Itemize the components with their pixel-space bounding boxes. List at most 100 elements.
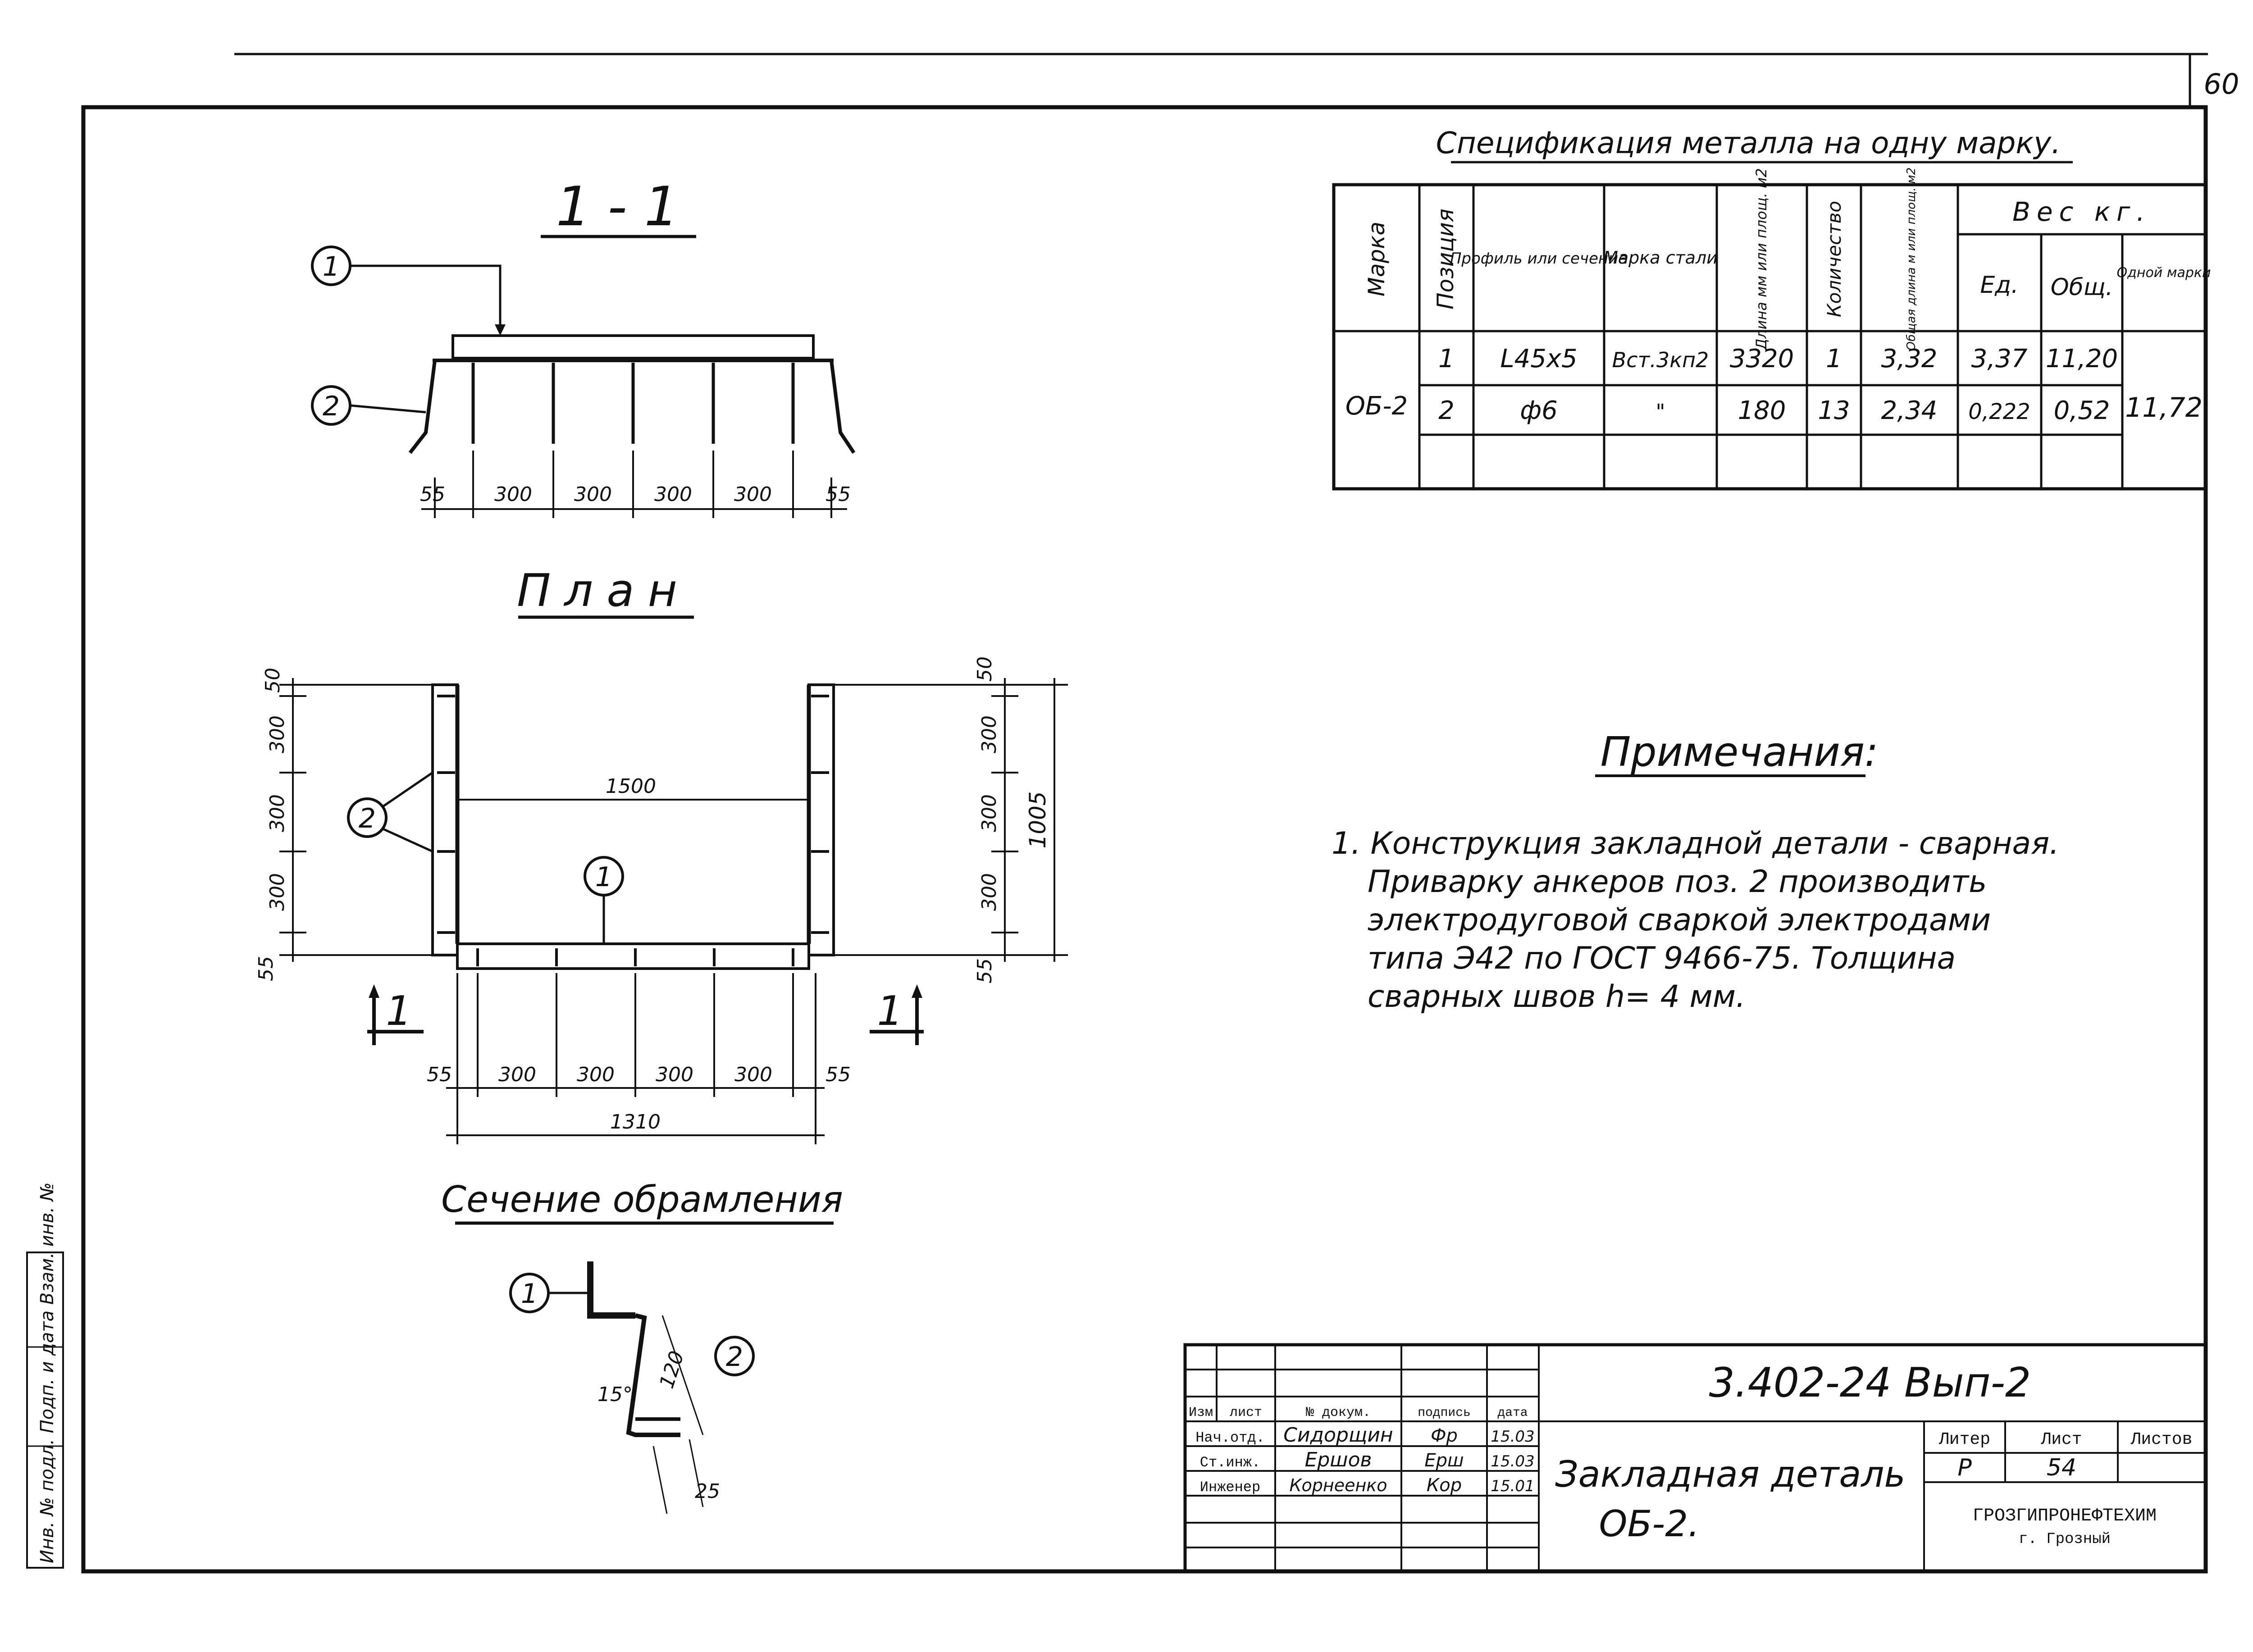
margin-stamp: Инв. № подл. Подп. и дата Взам. инв. № <box>37 1183 58 1563</box>
spec-row-1: 1 L45x5 Вст.3кп2 3320 1 3,32 3,37 11,20 <box>1438 344 2118 373</box>
plan-left-dim-3: 300 <box>266 794 289 832</box>
section-1-1-view: 1 - 1 1 2 <box>311 176 856 518</box>
tb-role-1: Нач.отд. <box>1195 1429 1265 1446</box>
spec-row-2-total-len: 2,34 <box>1881 396 1938 425</box>
plan-dim-total: 1310 <box>610 1110 661 1133</box>
spec-row-1-total: 11,20 <box>2046 344 2118 373</box>
tb-date-3: 15.01 <box>1491 1477 1534 1495</box>
plan-callout-2: 2 <box>359 803 376 834</box>
tb-sign-3: Кор <box>1427 1475 1462 1496</box>
spec-row-2-total: 0,52 <box>2054 396 2110 425</box>
plan-callout-1: 1 <box>595 861 612 893</box>
spec-header-unit: Ед. <box>1980 272 2018 299</box>
tb-name-3: Корнеенко <box>1290 1475 1387 1495</box>
spec-row-2-length: 180 <box>1738 396 1786 425</box>
section-callout-2: 2 <box>323 391 340 422</box>
tb-date-1: 15.03 <box>1491 1428 1534 1446</box>
tb-sign-1: Фр <box>1431 1425 1458 1446</box>
plan-left-dim-5: 55 <box>255 956 278 981</box>
sheet-number: 60 <box>2204 68 2239 100</box>
spec-row-1-pos: 1 <box>1438 344 1455 373</box>
plan-bottom-dim-6: 55 <box>825 1063 851 1086</box>
cut-mark-left: 1 <box>386 988 411 1035</box>
tb-sheet-label: Лист <box>2040 1430 2082 1449</box>
tb-org: ГРОЗГИПРОНЕФТЕХИМ <box>1973 1506 2157 1526</box>
spec-table: Спецификация металла на одну марку. Марк… <box>1332 126 2211 491</box>
plan-bottom-dim-2: 300 <box>498 1063 536 1086</box>
spec-mark-weight: 11,72 <box>2125 392 2203 423</box>
spec-mark-value: ОБ-2 <box>1345 391 1408 421</box>
tb-name-2: Ершов <box>1305 1448 1372 1471</box>
plan-bottom-dim-4: 300 <box>656 1063 693 1086</box>
plan-view: План 1500 2 1 <box>255 564 1068 1144</box>
plan-right-dim-4: 300 <box>978 873 1001 911</box>
tb-code: 3.402-24 Вып-2 <box>1709 1359 2031 1406</box>
section-dim-1: 55 <box>420 483 445 506</box>
spec-header-total-len: Общая длина м или площ. м2 <box>1905 168 1918 351</box>
spec-row-1-total-len: 3,32 <box>1881 344 1938 373</box>
tb-label-list: лист <box>1230 1405 1262 1420</box>
plan-bottom-dim-3: 300 <box>577 1063 615 1086</box>
spec-header-weight: Вес кг. <box>2012 196 2151 227</box>
spec-header-length: Длина мм или площ. м2 <box>1753 168 1770 351</box>
tb-stage: Р <box>1957 1454 1972 1481</box>
tb-name-line-1: Закладная деталь <box>1555 1453 1905 1495</box>
section-dim-5: 300 <box>734 483 772 506</box>
note-line-4: типа Э42 по ГОСТ 9466-75. Толщина <box>1368 941 1956 976</box>
tb-label-izm: Изм <box>1189 1405 1213 1420</box>
plan-right-dim-3: 300 <box>978 794 1001 832</box>
notes-title: Примечания: <box>1601 728 1879 776</box>
tb-stage-label: Литер <box>1938 1430 1990 1449</box>
notes-block: Примечания: 1. Конструкция закладной дет… <box>1332 728 2059 1015</box>
plan-dim-span: 1500 <box>606 775 656 798</box>
flange-dim-offset: 25 <box>695 1480 720 1503</box>
tb-date-2: 15.03 <box>1491 1452 1534 1470</box>
plan-bottom-dim-5: 300 <box>734 1063 772 1086</box>
tb-sheet: 54 <box>2047 1454 2076 1481</box>
plan-right-dim-5: 55 <box>973 958 996 983</box>
title-block: Изм лист № докум. подпись дата Нач.отд. … <box>1183 1343 2207 1573</box>
note-line-5: сварных швов h= 4 мм. <box>1368 979 1746 1015</box>
spec-row-2-pos: 2 <box>1438 396 1455 425</box>
spec-title: Спецификация металла на одну марку. <box>1436 126 2061 160</box>
tb-label-sign: подпись <box>1418 1406 1471 1420</box>
tb-label-date: дата <box>1497 1406 1528 1420</box>
section-callout-1: 1 <box>323 251 340 282</box>
flange-dim-len: 120 <box>655 1348 689 1392</box>
tb-role-3: Инженер <box>1200 1479 1260 1496</box>
spec-header-steel: Марка стали <box>1603 248 1718 268</box>
tb-sheets-label: Листов <box>2130 1430 2193 1449</box>
spec-row-2-profile: ф6 <box>1520 396 1558 425</box>
spec-row-1-qty: 1 <box>1826 344 1842 373</box>
section-dim-6: 55 <box>825 483 851 506</box>
tb-name-line-2: ОБ-2. <box>1599 1503 1699 1545</box>
flange-title: Сечение обрамления <box>441 1179 843 1220</box>
note-line-2: Приварку анкеров поз. 2 производить <box>1368 864 1987 900</box>
plan-left-dim-2: 300 <box>266 715 289 753</box>
tb-role-2: Ст.инж. <box>1200 1454 1260 1471</box>
plan-bottom-angle <box>456 942 810 970</box>
spec-row-1-profile: L45x5 <box>1500 344 1577 373</box>
flange-callout-1: 1 <box>521 1278 538 1310</box>
plan-bottom-dim-1: 55 <box>427 1063 452 1086</box>
cut-mark-right: 1 <box>877 988 903 1035</box>
flange-dim-angle: 15° <box>597 1383 633 1406</box>
flange-callout-2: 2 <box>726 1341 743 1373</box>
section-dim-4: 300 <box>654 483 692 506</box>
spec-row-2: 2 ф6 " 180 13 2,34 0,222 0,52 <box>1438 396 2110 425</box>
note-line-1: 1. Конструкция закладной детали - сварна… <box>1332 826 2059 861</box>
tb-label-doc: № докум. <box>1306 1405 1371 1420</box>
sheet-frame <box>81 53 2208 1574</box>
section-title: 1 - 1 <box>556 176 679 238</box>
plan-left-dim-4: 300 <box>266 873 289 911</box>
spec-header-profile: Профиль или сечение <box>1450 250 1628 268</box>
plan-dim-height: 1005 <box>1025 791 1051 848</box>
spec-row-2-steel: " <box>1656 400 1665 424</box>
tb-sign-2: Ерш <box>1424 1450 1464 1471</box>
plan-right-dim-1: 50 <box>973 656 996 682</box>
spec-header-mark: Марка <box>1364 222 1390 296</box>
spec-header-per-mark: Одной марки <box>2116 265 2211 281</box>
plan-title: План <box>517 564 691 617</box>
section-dim-3: 300 <box>574 483 612 506</box>
